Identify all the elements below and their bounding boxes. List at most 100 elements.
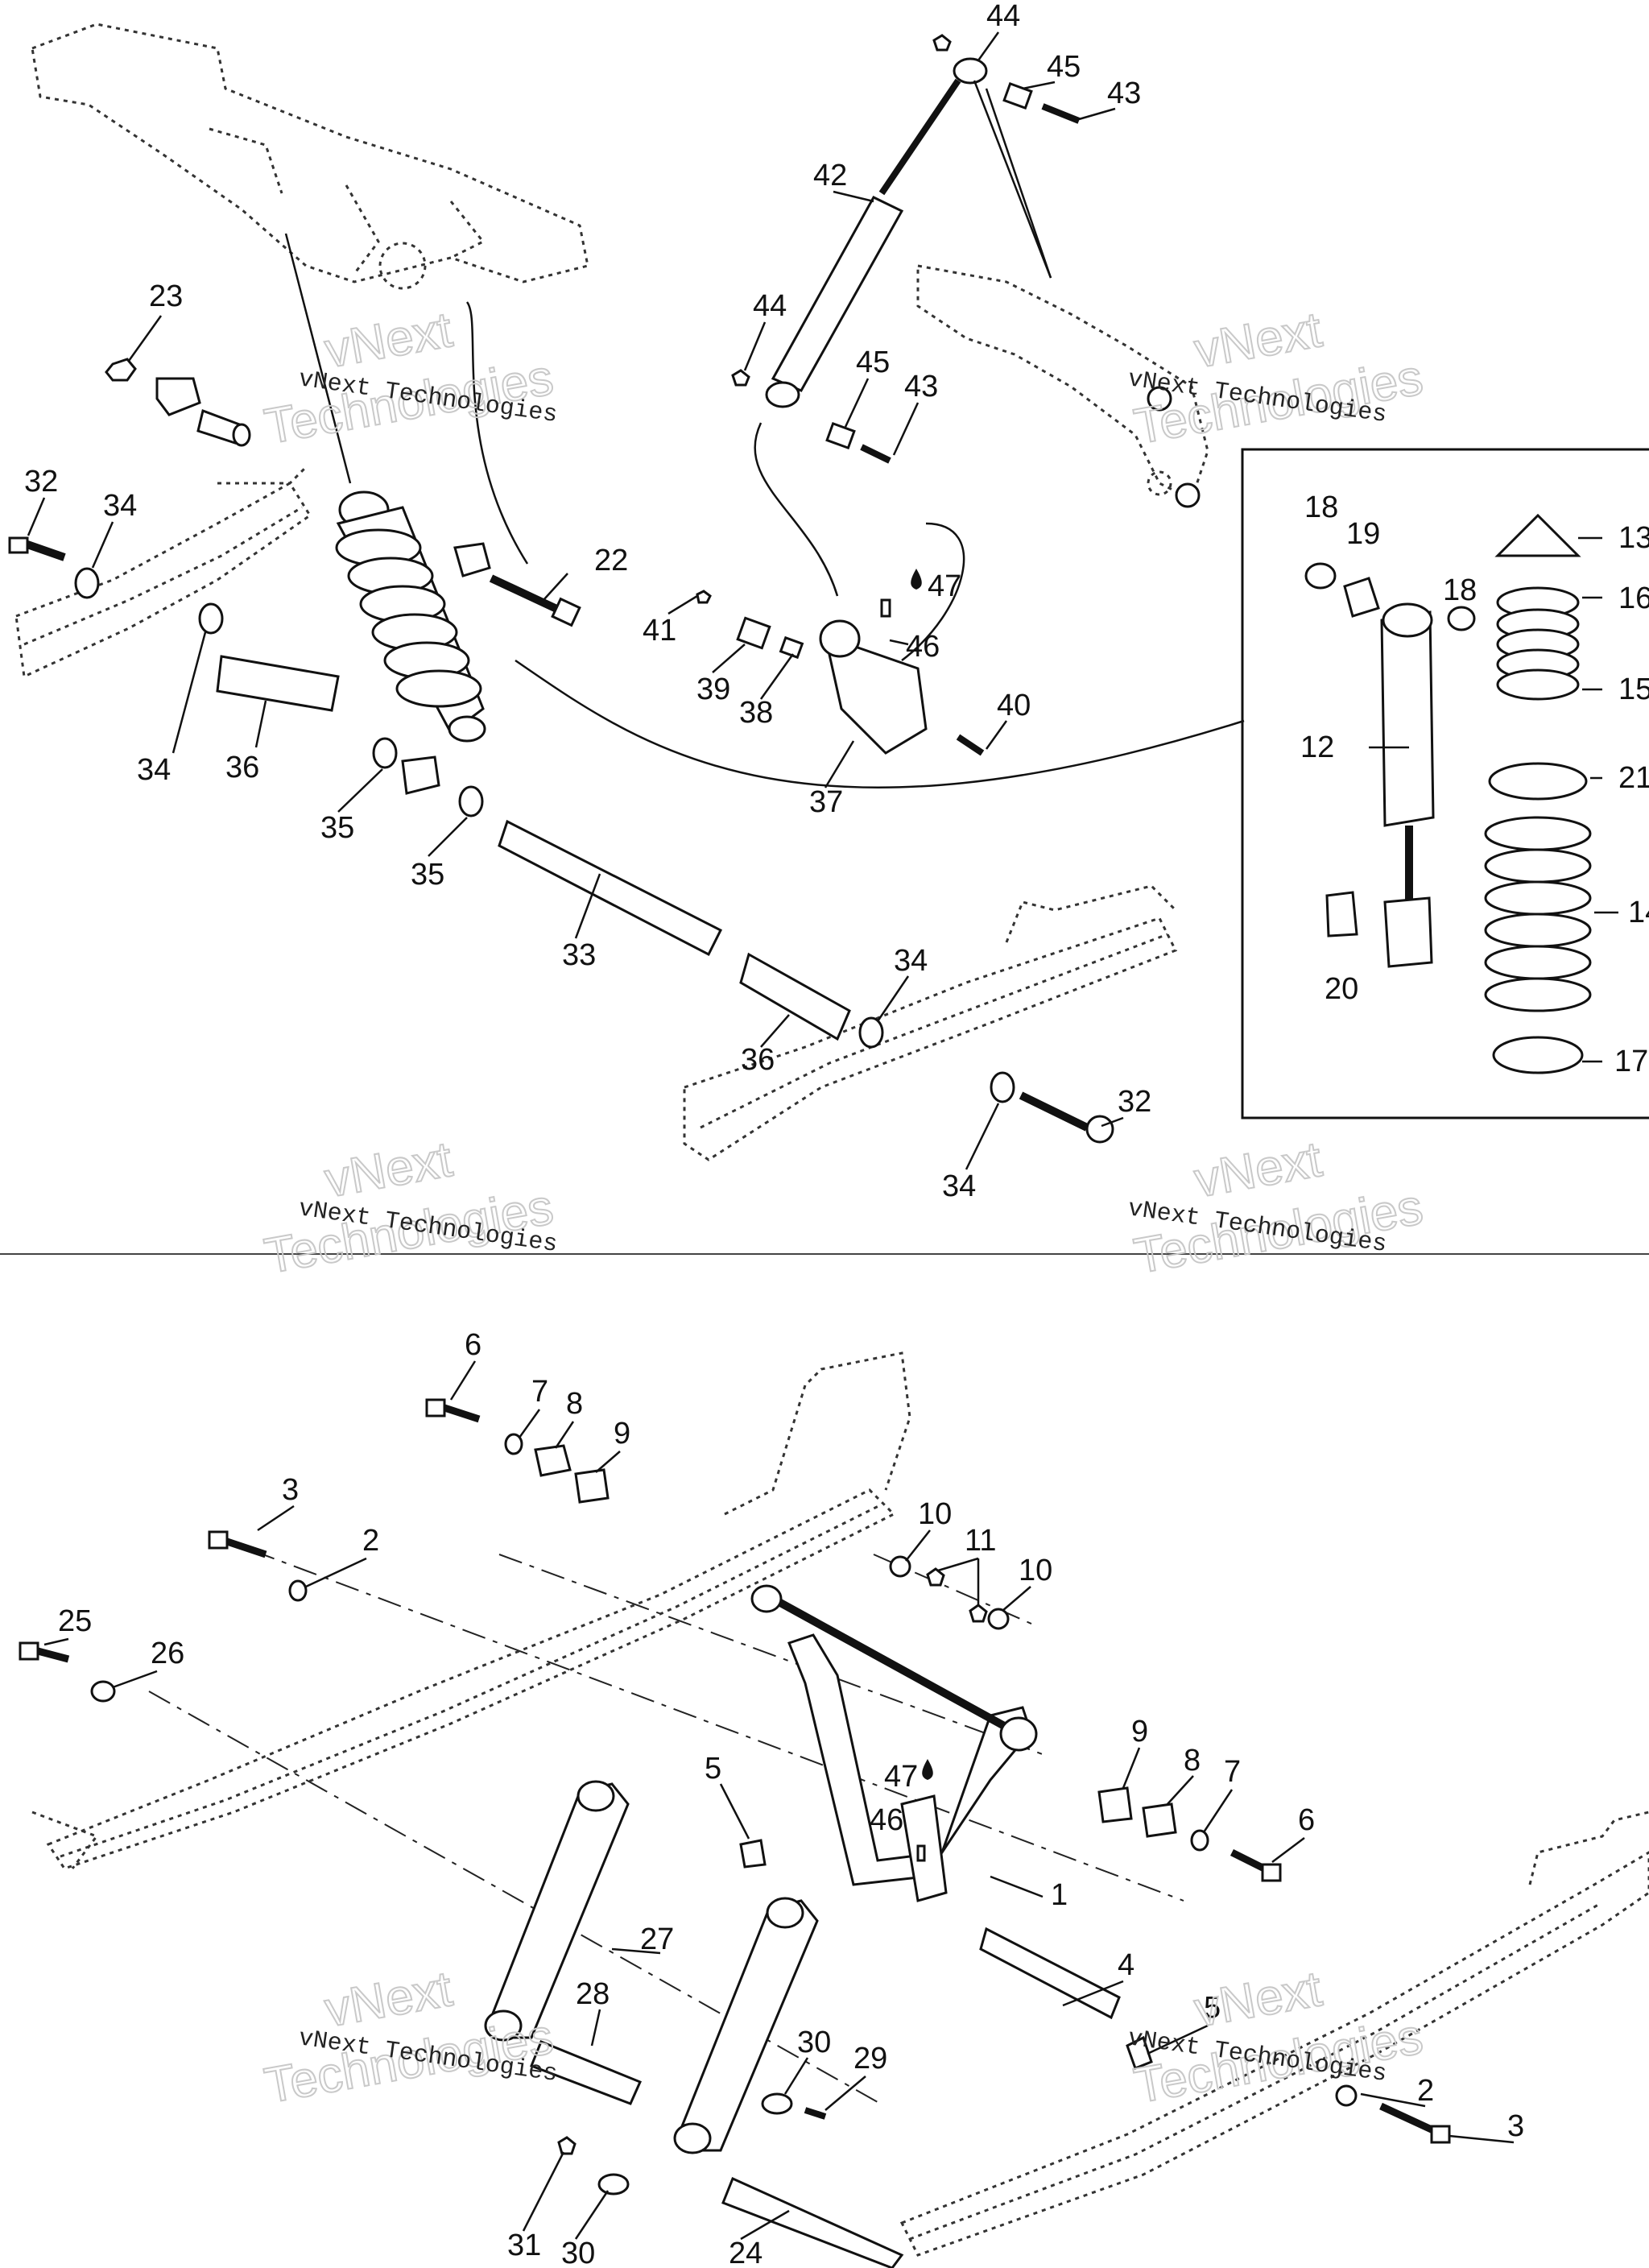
callout-43-mid: 43 <box>904 370 938 404</box>
callout-45-mid: 45 <box>856 346 890 379</box>
ghost-frame-top-left <box>31 23 589 290</box>
callout-29: 29 <box>853 2042 887 2076</box>
callout-1: 1 <box>1051 1878 1068 1912</box>
right-rail-top <box>683 884 1178 1161</box>
callout-17: 17 <box>1614 1045 1648 1078</box>
callout-3-top: 3 <box>282 1473 299 1507</box>
callout-27: 27 <box>640 1922 674 1956</box>
callout-44-mid: 44 <box>753 289 787 323</box>
watermark-vnext: vNext <box>320 1132 456 1208</box>
callout-34-left-top: 34 <box>103 489 137 523</box>
left-rail-top <box>14 466 312 679</box>
callout-5-lower: 5 <box>1204 1991 1221 2025</box>
callout-45-top: 45 <box>1047 50 1081 84</box>
callout-18-left: 18 <box>1304 490 1338 524</box>
upper-axis-hardware <box>19 1398 610 1703</box>
callout-34-right-top: 34 <box>894 944 928 978</box>
callout-13: 13 <box>1618 521 1649 555</box>
callout-10-left: 10 <box>918 1497 952 1531</box>
left-rail-bottom <box>31 1351 911 1870</box>
callout-11: 11 <box>965 1524 996 1558</box>
callout-47-top: 47 <box>928 569 961 603</box>
callout-2-top: 2 <box>362 1524 379 1558</box>
callout-41: 41 <box>643 614 676 648</box>
callout-8-top: 8 <box>566 1387 583 1421</box>
shock-detail-inset <box>1241 448 1649 1120</box>
callout-43-top: 43 <box>1107 77 1141 110</box>
callout-15: 15 <box>1618 673 1649 706</box>
callout-39: 39 <box>696 673 730 706</box>
callout-44-top: 44 <box>986 0 1020 33</box>
callout-12: 12 <box>1300 730 1334 764</box>
callout-34-right-bottom: 34 <box>942 1169 976 1203</box>
callout-18-right: 18 <box>1443 573 1477 607</box>
watermark-vnext: vNext <box>1190 1132 1325 1208</box>
shock-upper-hardware <box>105 358 251 447</box>
callout-32-right: 32 <box>1118 1085 1151 1119</box>
callout-28: 28 <box>576 1977 610 2011</box>
callout-36-right: 36 <box>741 1043 775 1077</box>
front-arm-1 <box>750 1584 1038 1902</box>
right-rail-bottom <box>899 1811 1649 2257</box>
callout-7-bottom: 7 <box>1224 1755 1241 1789</box>
callout-14: 14 <box>1628 896 1649 929</box>
callout-30-lower: 30 <box>561 2237 595 2268</box>
callout-38: 38 <box>739 696 773 730</box>
callout-25: 25 <box>58 1604 92 1638</box>
rear-shock-absorber <box>335 490 486 743</box>
callout-31: 31 <box>507 2229 541 2262</box>
callout-40: 40 <box>997 689 1031 722</box>
callout-19: 19 <box>1346 517 1380 551</box>
callout-9-top: 9 <box>614 1417 630 1451</box>
watermark-vnext: vNext <box>320 302 456 379</box>
callout-24: 24 <box>729 2237 763 2268</box>
callout-6-bottom: 6 <box>1298 1803 1315 1837</box>
callout-5-upper: 5 <box>705 1752 721 1786</box>
lubricant-drop-icon <box>911 569 922 590</box>
callout-46-bottom: 46 <box>870 1803 903 1837</box>
link-37-assembly <box>696 590 985 756</box>
callout-20: 20 <box>1325 972 1358 1006</box>
lubricant-drop-icon <box>922 1759 933 1780</box>
cross-shaft-assembly <box>8 536 1114 1144</box>
callout-4: 4 <box>1118 1948 1134 1982</box>
callout-30-upper: 30 <box>797 2026 831 2059</box>
callout-46-top: 46 <box>906 630 940 664</box>
watermarks: vNext Technologies vNext Technologies vN… <box>260 301 1428 2115</box>
callout-16: 16 <box>1618 581 1649 615</box>
right-axis-hardware <box>739 1555 1451 2144</box>
callout-33: 33 <box>562 938 596 972</box>
limiter-shock-42 <box>731 34 1081 464</box>
callout-36-left: 36 <box>225 751 259 784</box>
callout-leaders <box>27 31 1618 2241</box>
callout-labels: 44 45 43 42 44 45 43 23 22 32 34 34 36 3… <box>24 0 1649 2268</box>
callout-10-right: 10 <box>1019 1554 1052 1587</box>
watermark-vnext: vNext <box>320 1961 456 2038</box>
callout-47-bottom: 47 <box>884 1760 918 1794</box>
callout-2-bottom: 2 <box>1417 2074 1434 2108</box>
callout-9-bottom: 9 <box>1131 1715 1148 1749</box>
callout-21: 21 <box>1618 761 1649 795</box>
callout-34-left-bottom: 34 <box>137 753 171 787</box>
bolt-22 <box>453 542 581 627</box>
lower-shafts <box>530 2040 904 2268</box>
callout-8-bottom: 8 <box>1184 1744 1201 1778</box>
callout-7-top: 7 <box>531 1375 548 1409</box>
callout-23: 23 <box>149 279 183 313</box>
callout-32-left: 32 <box>24 465 58 499</box>
callout-6-top: 6 <box>465 1328 481 1362</box>
callout-35-right: 35 <box>411 858 444 892</box>
ghost-rocker <box>916 264 1209 508</box>
rear-links-27 <box>484 1780 819 2154</box>
callout-26: 26 <box>151 1637 184 1670</box>
watermark-vnext: vNext <box>1190 302 1325 379</box>
callout-37: 37 <box>809 785 843 819</box>
watermark-vnext: vNext <box>1190 1961 1325 2038</box>
assembly-arrows <box>284 80 1245 789</box>
callout-35-left: 35 <box>320 811 354 845</box>
callout-42: 42 <box>813 159 847 192</box>
callout-3-bottom: 3 <box>1507 2109 1524 2143</box>
assembly-axes <box>148 1533 1184 2103</box>
callout-22: 22 <box>594 544 628 577</box>
